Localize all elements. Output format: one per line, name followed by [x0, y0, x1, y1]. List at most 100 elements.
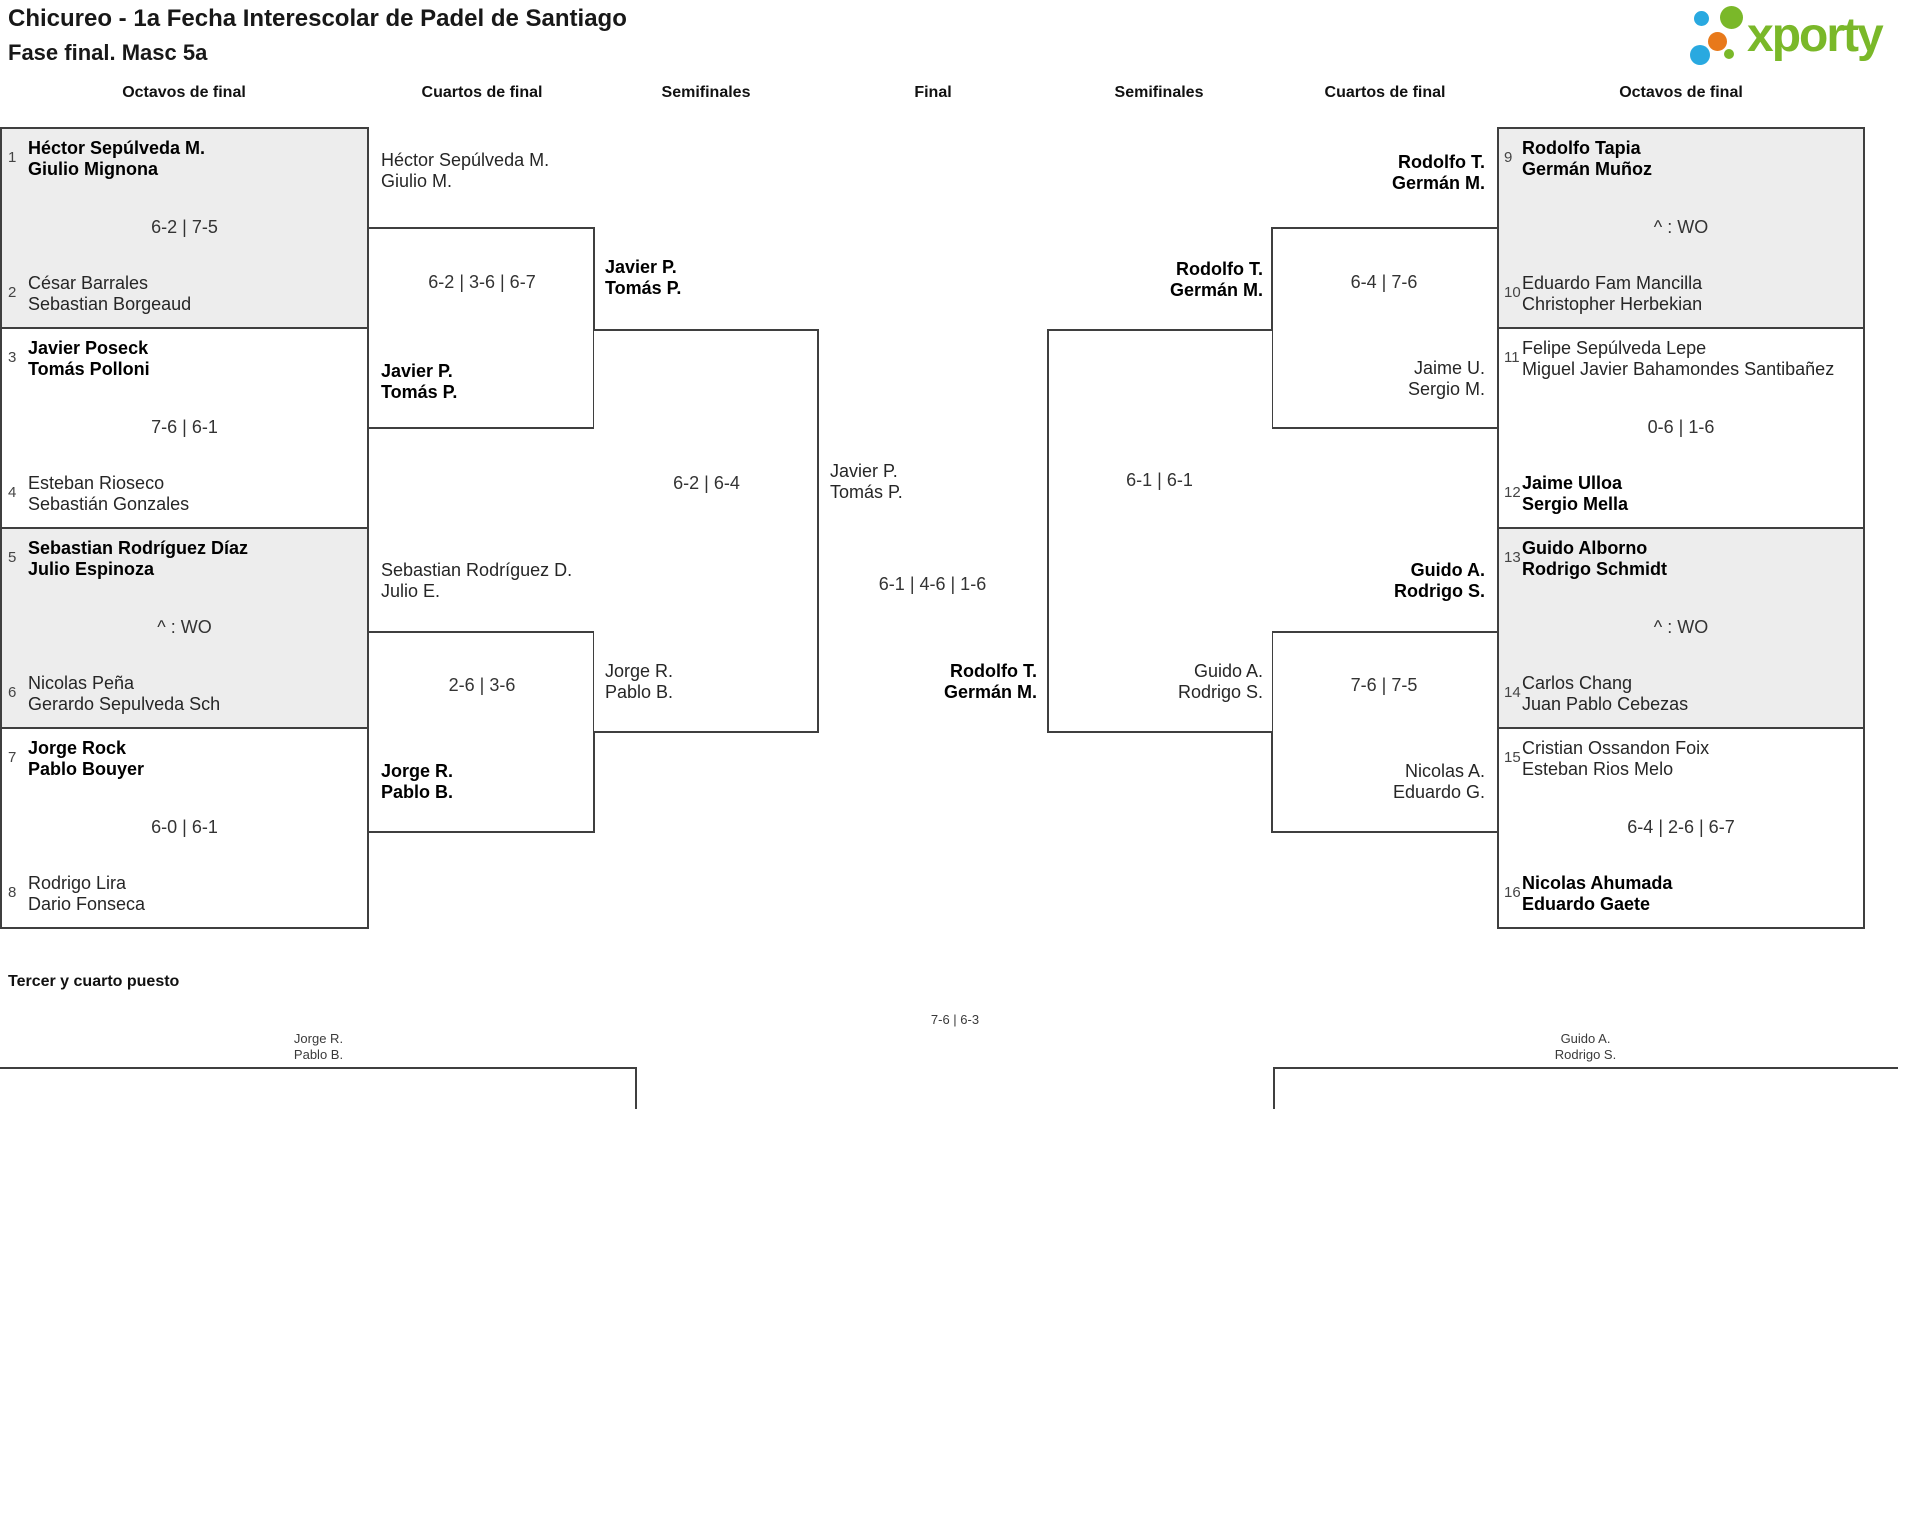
seed-number: 15 [1504, 749, 1521, 766]
player-name: Pablo B. [381, 782, 454, 802]
team-names: Rodolfo Tapia Germán Muñoz [1522, 138, 1652, 180]
connector-line [1273, 1067, 1275, 1109]
connector-line [0, 1067, 637, 1069]
player-name: Javier P. [830, 461, 898, 481]
player-name: Sebastian Borgeaud [28, 294, 192, 314]
match-box-qf-right-2 [1271, 631, 1497, 833]
player-name: Rodolfo T. [1398, 152, 1485, 172]
player-name: Jorge R. [605, 661, 674, 681]
player-name: Guido A. [1560, 1031, 1611, 1046]
player-name: Nicolas Ahumada [1522, 873, 1673, 893]
team-names: Guido A. Rodrigo S. [1033, 661, 1263, 703]
player-name: Germán Muñoz [1522, 159, 1653, 179]
player-name: Jorge R. [381, 761, 454, 781]
seed-number: 6 [8, 684, 17, 701]
player-name: Tomás P. [605, 278, 682, 298]
team-names: Jaime Ulloa Sergio Mella [1522, 473, 1628, 515]
team-names: Cristian Ossandon Foix Esteban Rios Melo [1522, 738, 1709, 780]
player-name: Rodolfo Tapia [1522, 138, 1641, 158]
player-name: Julio Espinoza [28, 559, 155, 579]
match-box-r16-4 [0, 727, 369, 929]
player-name: Cristian Ossandon Foix [1522, 738, 1710, 758]
player-name: Giulio M. [381, 171, 453, 191]
player-name: Javier Poseck [28, 338, 149, 358]
player-name: Guido A. [1193, 661, 1263, 681]
seed-number: 14 [1504, 684, 1521, 701]
match-score: 6-1 | 6-1 [1126, 470, 1193, 490]
player-name: Julio E. [381, 581, 441, 601]
match-box-sf-left [594, 329, 819, 733]
team-names: Jorge R. Pablo B. [381, 761, 453, 803]
player-name: Pablo B. [605, 682, 674, 702]
player-name: Jaime Ulloa [1522, 473, 1623, 493]
logo-dot-blue-small-icon [1694, 11, 1709, 26]
match-box-r16-3 [0, 527, 369, 729]
player-name: Jorge Rock [28, 738, 127, 758]
seed-number: 2 [8, 284, 17, 301]
connector-line [635, 1067, 637, 1109]
team-names: Rodrigo Lira Dario Fonseca [28, 873, 145, 915]
seed-number: 7 [8, 749, 17, 766]
player-name: Sebastián Gonzales [28, 494, 190, 514]
team-names: Jorge Rock Pablo Bouyer [28, 738, 144, 780]
match-score: 6-2 | 7-5 [151, 217, 218, 237]
match-score: ^ : WO [1653, 217, 1709, 237]
player-name: Sergio Mella [1522, 494, 1629, 514]
player-name: César Barrales [28, 273, 149, 293]
seed-number: 16 [1504, 884, 1521, 901]
player-name: Christopher Herbekian [1522, 294, 1703, 314]
team-names: Javier Poseck Tomás Polloni [28, 338, 150, 380]
player-name: Felipe Sepúlveda Lepe [1522, 338, 1707, 358]
player-name: Rodrigo S. [1177, 682, 1263, 702]
player-name: Carlos Chang [1522, 673, 1633, 693]
page-title: Chicureo - 1a Fecha Interescolar de Pade… [8, 5, 627, 32]
player-name: Esteban Rioseco [28, 473, 165, 493]
round-header-cuartos-right: Cuartos de final [1324, 84, 1446, 101]
seed-number: 10 [1504, 284, 1521, 301]
player-name: Germán M. [943, 682, 1037, 702]
seed-number: 13 [1504, 549, 1521, 566]
player-name: Eduardo Gaete [1522, 894, 1651, 914]
player-name: Rodolfo T. [1176, 259, 1263, 279]
match-box-qf-left-2 [369, 631, 595, 833]
logo-dot-blue-large-icon [1690, 45, 1710, 65]
round-header-semis-right: Semifinales [1114, 84, 1204, 101]
player-name: Javier P. [381, 361, 453, 381]
player-name: Héctor Sepúlveda M. [28, 138, 206, 158]
match-score: 6-2 | 6-4 [673, 473, 740, 493]
connector-line [1273, 1067, 1898, 1069]
player-name: Germán M. [1169, 280, 1263, 300]
round-header-octavos-right: Octavos de final [1619, 84, 1743, 101]
player-name: Eduardo G. [1392, 782, 1485, 802]
logo-wordmark: xporty [1747, 9, 1884, 62]
match-score: 6-1 | 4-6 | 1-6 [878, 574, 987, 594]
round-header-final: Final [914, 84, 952, 101]
match-score: 6-4 | 7-6 [1350, 272, 1418, 292]
team-names: Guido A. Rodrigo S. [1273, 1031, 1898, 1063]
team-names: Nicolas A. Eduardo G. [1255, 761, 1485, 803]
seed-number: 9 [1504, 149, 1513, 166]
team-names: Jorge R. Pablo B. [605, 661, 673, 703]
team-names: Sebastian Rodríguez D. Julio E. [381, 560, 572, 602]
seed-number: 12 [1504, 484, 1521, 501]
player-name: Gerardo Sepulveda Sch [28, 694, 221, 714]
team-names: Rodolfo T. Germán M. [1255, 152, 1485, 194]
player-name: Rodrigo S. [1394, 581, 1485, 601]
player-name: Sergio M. [1407, 379, 1485, 399]
team-names: Nicolas Peña Gerardo Sepulveda Sch [28, 673, 220, 715]
team-names: Guido Alborno Rodrigo Schmidt [1522, 538, 1667, 580]
player-name: Rodrigo Lira [28, 873, 127, 893]
match-score: 7-6 | 7-5 [1350, 675, 1418, 695]
seed-number: 1 [8, 149, 17, 166]
player-name: Miguel Javier Bahamondes Santibañez [1522, 359, 1835, 379]
page-subtitle: Fase final. Masc 5a [8, 40, 208, 65]
team-names: Sebastian Rodríguez Díaz Julio Espinoza [28, 538, 248, 580]
match-score: 6-0 | 6-1 [151, 817, 218, 837]
match-score: 0-6 | 1-6 [1647, 417, 1715, 437]
player-name: Juan Pablo Cebezas [1522, 694, 1689, 714]
team-names: Javier P. Tomás P. [381, 361, 457, 403]
seed-number: 8 [8, 884, 17, 901]
team-names: Héctor Sepúlveda M. Giulio M. [381, 150, 549, 192]
player-name: Rodrigo S. [1554, 1047, 1617, 1062]
